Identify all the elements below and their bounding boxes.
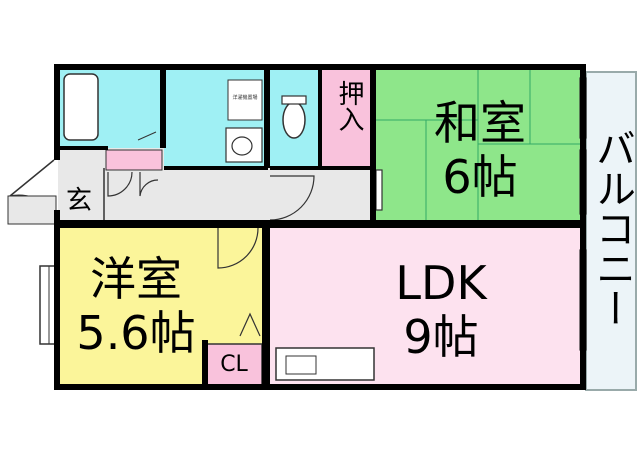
bath-door-line: [137, 131, 157, 141]
bathtub: [63, 73, 99, 141]
entrance-wall-stub: [7, 195, 57, 225]
youshitsu-door-swing: [217, 227, 259, 269]
tatami-lines: [374, 68, 582, 220]
laundry-space: [227, 79, 263, 121]
toilet-bowl: [282, 101, 306, 139]
shoe-cabinet: [105, 149, 163, 171]
basin-bowl: [231, 136, 253, 156]
oshiire-closet: [320, 68, 372, 168]
closet-cl: [205, 343, 263, 387]
kitchen-counter: [275, 347, 375, 381]
toilet-tank: [281, 95, 307, 105]
genkan-area: [58, 168, 104, 220]
ldk-door-swing: [269, 175, 315, 221]
hall-door-swing-1: [107, 171, 133, 197]
hall-door-swing-2: [139, 172, 159, 197]
walls: [54, 64, 586, 390]
balcony-area: [585, 71, 637, 391]
kitchen-sink: [285, 355, 317, 375]
wash-basin: [225, 127, 263, 163]
closet-door-swing: [239, 312, 261, 337]
